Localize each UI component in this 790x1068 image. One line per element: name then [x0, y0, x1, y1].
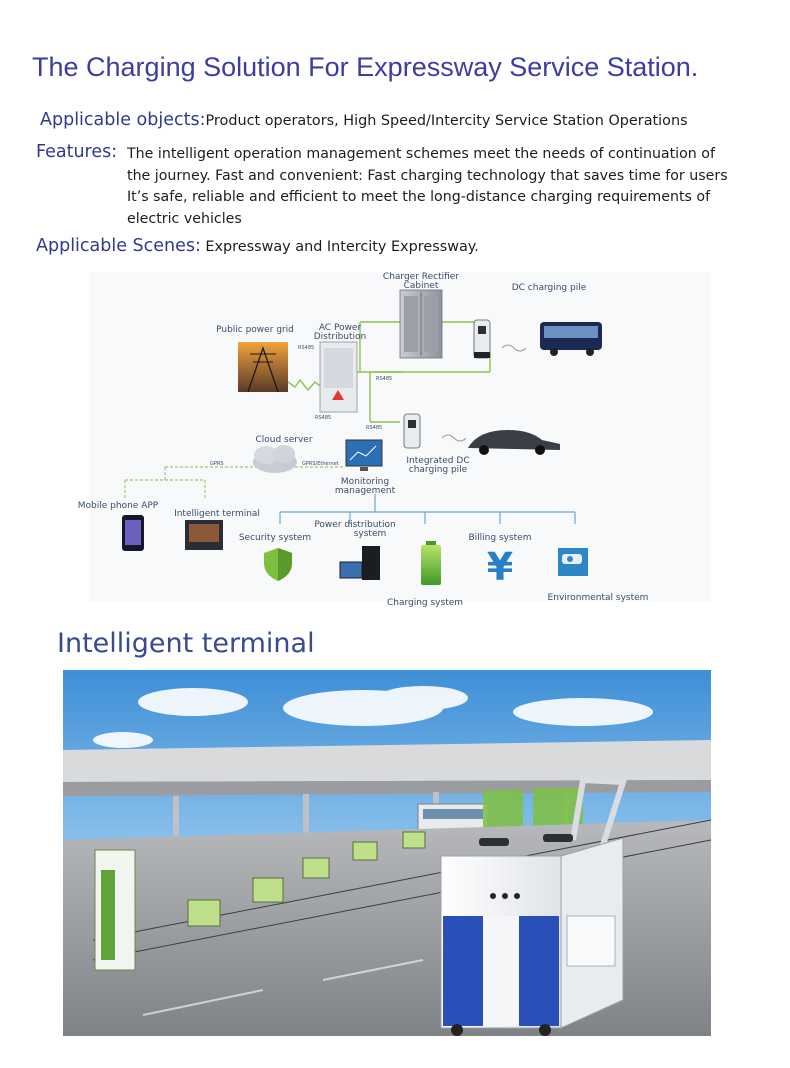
yen-icon: ¥	[487, 545, 513, 589]
applicable-scenes-label: Applicable Scenes:	[36, 236, 201, 256]
battery-icon	[421, 541, 441, 585]
applicable-objects-row: Applicable objects:Product operators, Hi…	[40, 110, 688, 130]
monitor-icon	[345, 439, 383, 471]
terminal-cart-icon	[440, 776, 628, 1036]
features-line: The intelligent operation management sch…	[127, 146, 715, 162]
cloud-server-label: Cloud server	[255, 435, 312, 445]
cabinet-icon	[399, 289, 443, 359]
mobile-app-label: Mobile phone APP	[78, 501, 159, 511]
applicable-scenes-row: Applicable Scenes: Expressway and Interc…	[36, 236, 479, 256]
rs485-label: RS485	[366, 425, 382, 431]
applicable-objects-text: Product operators, High Speed/Intercity …	[205, 113, 688, 129]
intelligent-terminal-label: Intelligent terminal	[174, 509, 260, 519]
features-line: electric vehicles	[127, 210, 242, 227]
bus-icon	[540, 322, 602, 356]
charging-system-label: Charging system	[387, 598, 463, 608]
intelligent-terminal-scene	[63, 670, 711, 1036]
integrated-dc-label: Integrated DC	[406, 456, 469, 466]
page-title: The Charging Solution For Expressway Ser…	[32, 52, 699, 82]
camera-icon	[558, 548, 588, 576]
monitoring-label: Monitoring	[341, 477, 389, 487]
power-distribution-icon	[339, 546, 380, 580]
shield-icon	[264, 548, 292, 581]
cloud-icon	[253, 445, 297, 473]
charger-rectifier-label: Charger Rectifier	[383, 272, 459, 282]
power-distribution-label: Power distribution	[314, 520, 395, 530]
integrated-dc-label: charging pile	[409, 465, 468, 475]
dc-charging-pile-label: DC charging pile	[512, 283, 587, 293]
gprs-label: GPRS	[210, 461, 224, 467]
features-label: Features:	[36, 142, 118, 162]
gprs-ethernet-label: GPRS/Ethernet	[302, 461, 339, 467]
features-line: the journey. Fast and convenient: Fast c…	[127, 167, 728, 184]
features-line: It’s safe, reliable and efficient to mee…	[127, 189, 711, 205]
rs485-label: RS485	[315, 415, 331, 421]
security-system-label: Security system	[239, 533, 311, 543]
ac-power-label: Distribution	[314, 332, 367, 342]
phone-icon	[122, 515, 144, 551]
car-icon	[468, 430, 560, 455]
power-tower-icon	[238, 342, 288, 393]
environmental-system-label: Environmental system	[548, 593, 649, 603]
features-text: The intelligent operation management sch…	[127, 144, 728, 230]
public-power-grid-label: Public power grid	[216, 325, 294, 335]
ac-power-label: AC Power	[319, 323, 362, 333]
power-distribution-label: system	[354, 529, 387, 539]
billing-system-label: Billing system	[469, 533, 532, 543]
charger-icon	[473, 319, 491, 359]
terminal-icon	[185, 520, 223, 550]
system-diagram: Charger Rectifier Cabinet DC charging pi…	[78, 272, 710, 608]
rs485-label: RS485	[298, 345, 314, 351]
ac-cabinet-icon	[319, 341, 358, 413]
charger-rectifier-label: Cabinet	[404, 281, 439, 291]
applicable-scenes-text: Expressway and Intercity Expressway.	[205, 239, 479, 255]
applicable-objects-label: Applicable objects:	[40, 110, 206, 130]
section-title: Intelligent terminal	[57, 628, 315, 659]
rs485-label: RS485	[376, 376, 392, 382]
integrated-charger-icon	[403, 413, 421, 449]
monitoring-label: management	[335, 486, 396, 496]
